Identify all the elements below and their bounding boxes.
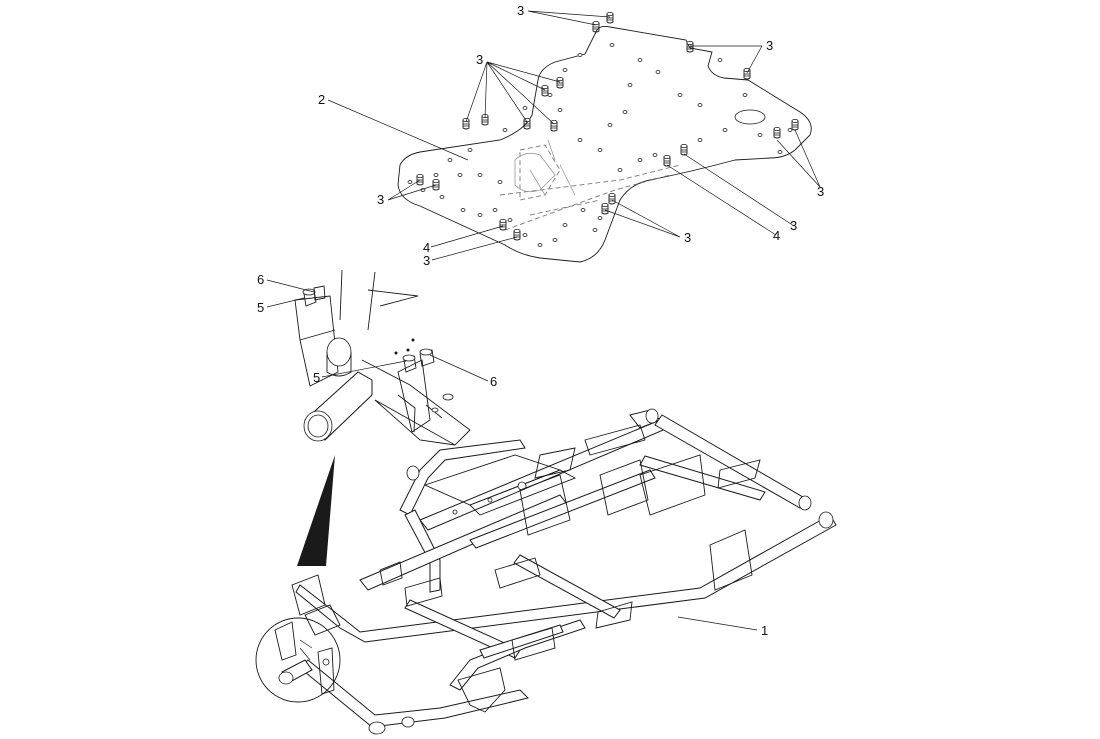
callout-5-upper: 5	[257, 300, 264, 315]
plate-mount-hole	[677, 93, 683, 97]
bolt	[791, 119, 799, 131]
bolt	[432, 178, 440, 191]
plate-mount-hole	[617, 168, 623, 172]
plate-mount-hole	[497, 180, 503, 184]
bolt	[556, 77, 564, 89]
plate-mount-hole	[477, 173, 483, 177]
bolt	[541, 85, 549, 97]
plate-mount-hole	[460, 208, 466, 212]
bolt	[608, 192, 616, 205]
callout-3-top: 3	[517, 3, 524, 18]
plate-mount-hole	[562, 223, 568, 227]
callout-1: 1	[761, 623, 768, 638]
plate-mount-hole	[447, 158, 453, 162]
bolt	[680, 143, 688, 156]
bolt	[462, 118, 470, 130]
bolt	[773, 127, 781, 139]
plate-mount-hole	[407, 180, 413, 184]
plate-hole	[734, 109, 766, 125]
plate-mount-hole	[597, 148, 603, 152]
plate-mount-hole	[577, 53, 583, 57]
callout-4-right: 4	[773, 228, 780, 243]
bolt	[606, 11, 614, 24]
callout-5-lower: 5	[313, 370, 320, 385]
plate-mount-hole	[557, 108, 563, 112]
callout-labels: 1 2 3 3 3 3 3 3 3 3 4 4 6 5 5 6	[257, 3, 824, 638]
plate-mount-hole	[522, 106, 528, 110]
detail-pointer	[297, 455, 335, 566]
plate-mount-hole	[439, 195, 445, 199]
callout-3-cluster: 3	[476, 52, 483, 67]
bolt	[592, 20, 600, 33]
callout-3-left: 3	[377, 192, 384, 207]
plate-mount-hole	[697, 103, 703, 107]
plate-mount-hole	[607, 123, 613, 127]
callout-3-left-lower: 3	[423, 253, 430, 268]
bolt	[686, 41, 694, 53]
plate-mount-hole	[787, 128, 793, 132]
leader-lines	[266, 10, 821, 631]
callout-2: 2	[318, 92, 325, 107]
plate-mount-hole	[577, 138, 583, 142]
callout-3-center-right: 3	[790, 218, 797, 233]
plate-mount-hole	[592, 228, 598, 232]
plate-mount-hole	[552, 238, 558, 242]
plate-mount-hole	[507, 218, 513, 222]
plate-mount-hole	[655, 70, 661, 74]
plate-mount-hole	[652, 153, 658, 157]
plate-mount-hole	[697, 138, 703, 142]
callout-3-top-right: 3	[766, 38, 773, 53]
plate-holes	[407, 43, 793, 247]
bolts	[416, 11, 799, 241]
plate-mount-hole	[717, 58, 723, 62]
bolt	[550, 120, 558, 132]
bolt	[523, 118, 531, 130]
plate-mount-hole	[637, 158, 643, 162]
plate-mount-hole	[492, 208, 498, 212]
detail-circle	[255, 617, 341, 703]
plate-mount-hole	[522, 233, 528, 237]
plate-mount-hole	[777, 150, 783, 154]
callout-3-bottom-right: 3	[684, 230, 691, 245]
floor-plate	[397, 25, 812, 263]
plate-mount-hole	[627, 83, 633, 87]
bolt	[416, 173, 424, 186]
callout-4-left: 4	[423, 240, 430, 255]
detail-circle-contents	[274, 621, 335, 695]
plate-mount-hole	[580, 208, 586, 212]
callout-6-upper: 6	[257, 272, 264, 287]
detail-view	[294, 269, 471, 446]
plate-mount-hole	[457, 173, 463, 177]
bolt	[663, 154, 671, 167]
plate-mount-hole	[477, 213, 483, 217]
plate-mount-hole	[722, 128, 728, 132]
bolt	[743, 68, 751, 80]
plate-mount-hole	[742, 93, 748, 97]
main-frame	[291, 408, 837, 735]
plate-mount-hole	[547, 93, 553, 97]
plate-mount-hole	[502, 128, 508, 132]
plate-mount-hole	[609, 43, 615, 47]
plate-mount-hole	[467, 148, 473, 152]
bolt	[499, 218, 507, 231]
plate-mount-hole	[597, 216, 603, 220]
plate-mount-hole	[433, 173, 439, 177]
plate-mount-hole	[537, 243, 543, 247]
plate-mount-hole	[622, 110, 628, 114]
bolt	[601, 202, 609, 215]
plate-mount-hole	[757, 133, 763, 137]
callout-3-right: 3	[817, 184, 824, 199]
callout-6-lower: 6	[490, 374, 497, 389]
plate-mount-hole	[637, 58, 643, 62]
bolt	[513, 228, 521, 241]
plate-mount-hole	[562, 68, 568, 72]
